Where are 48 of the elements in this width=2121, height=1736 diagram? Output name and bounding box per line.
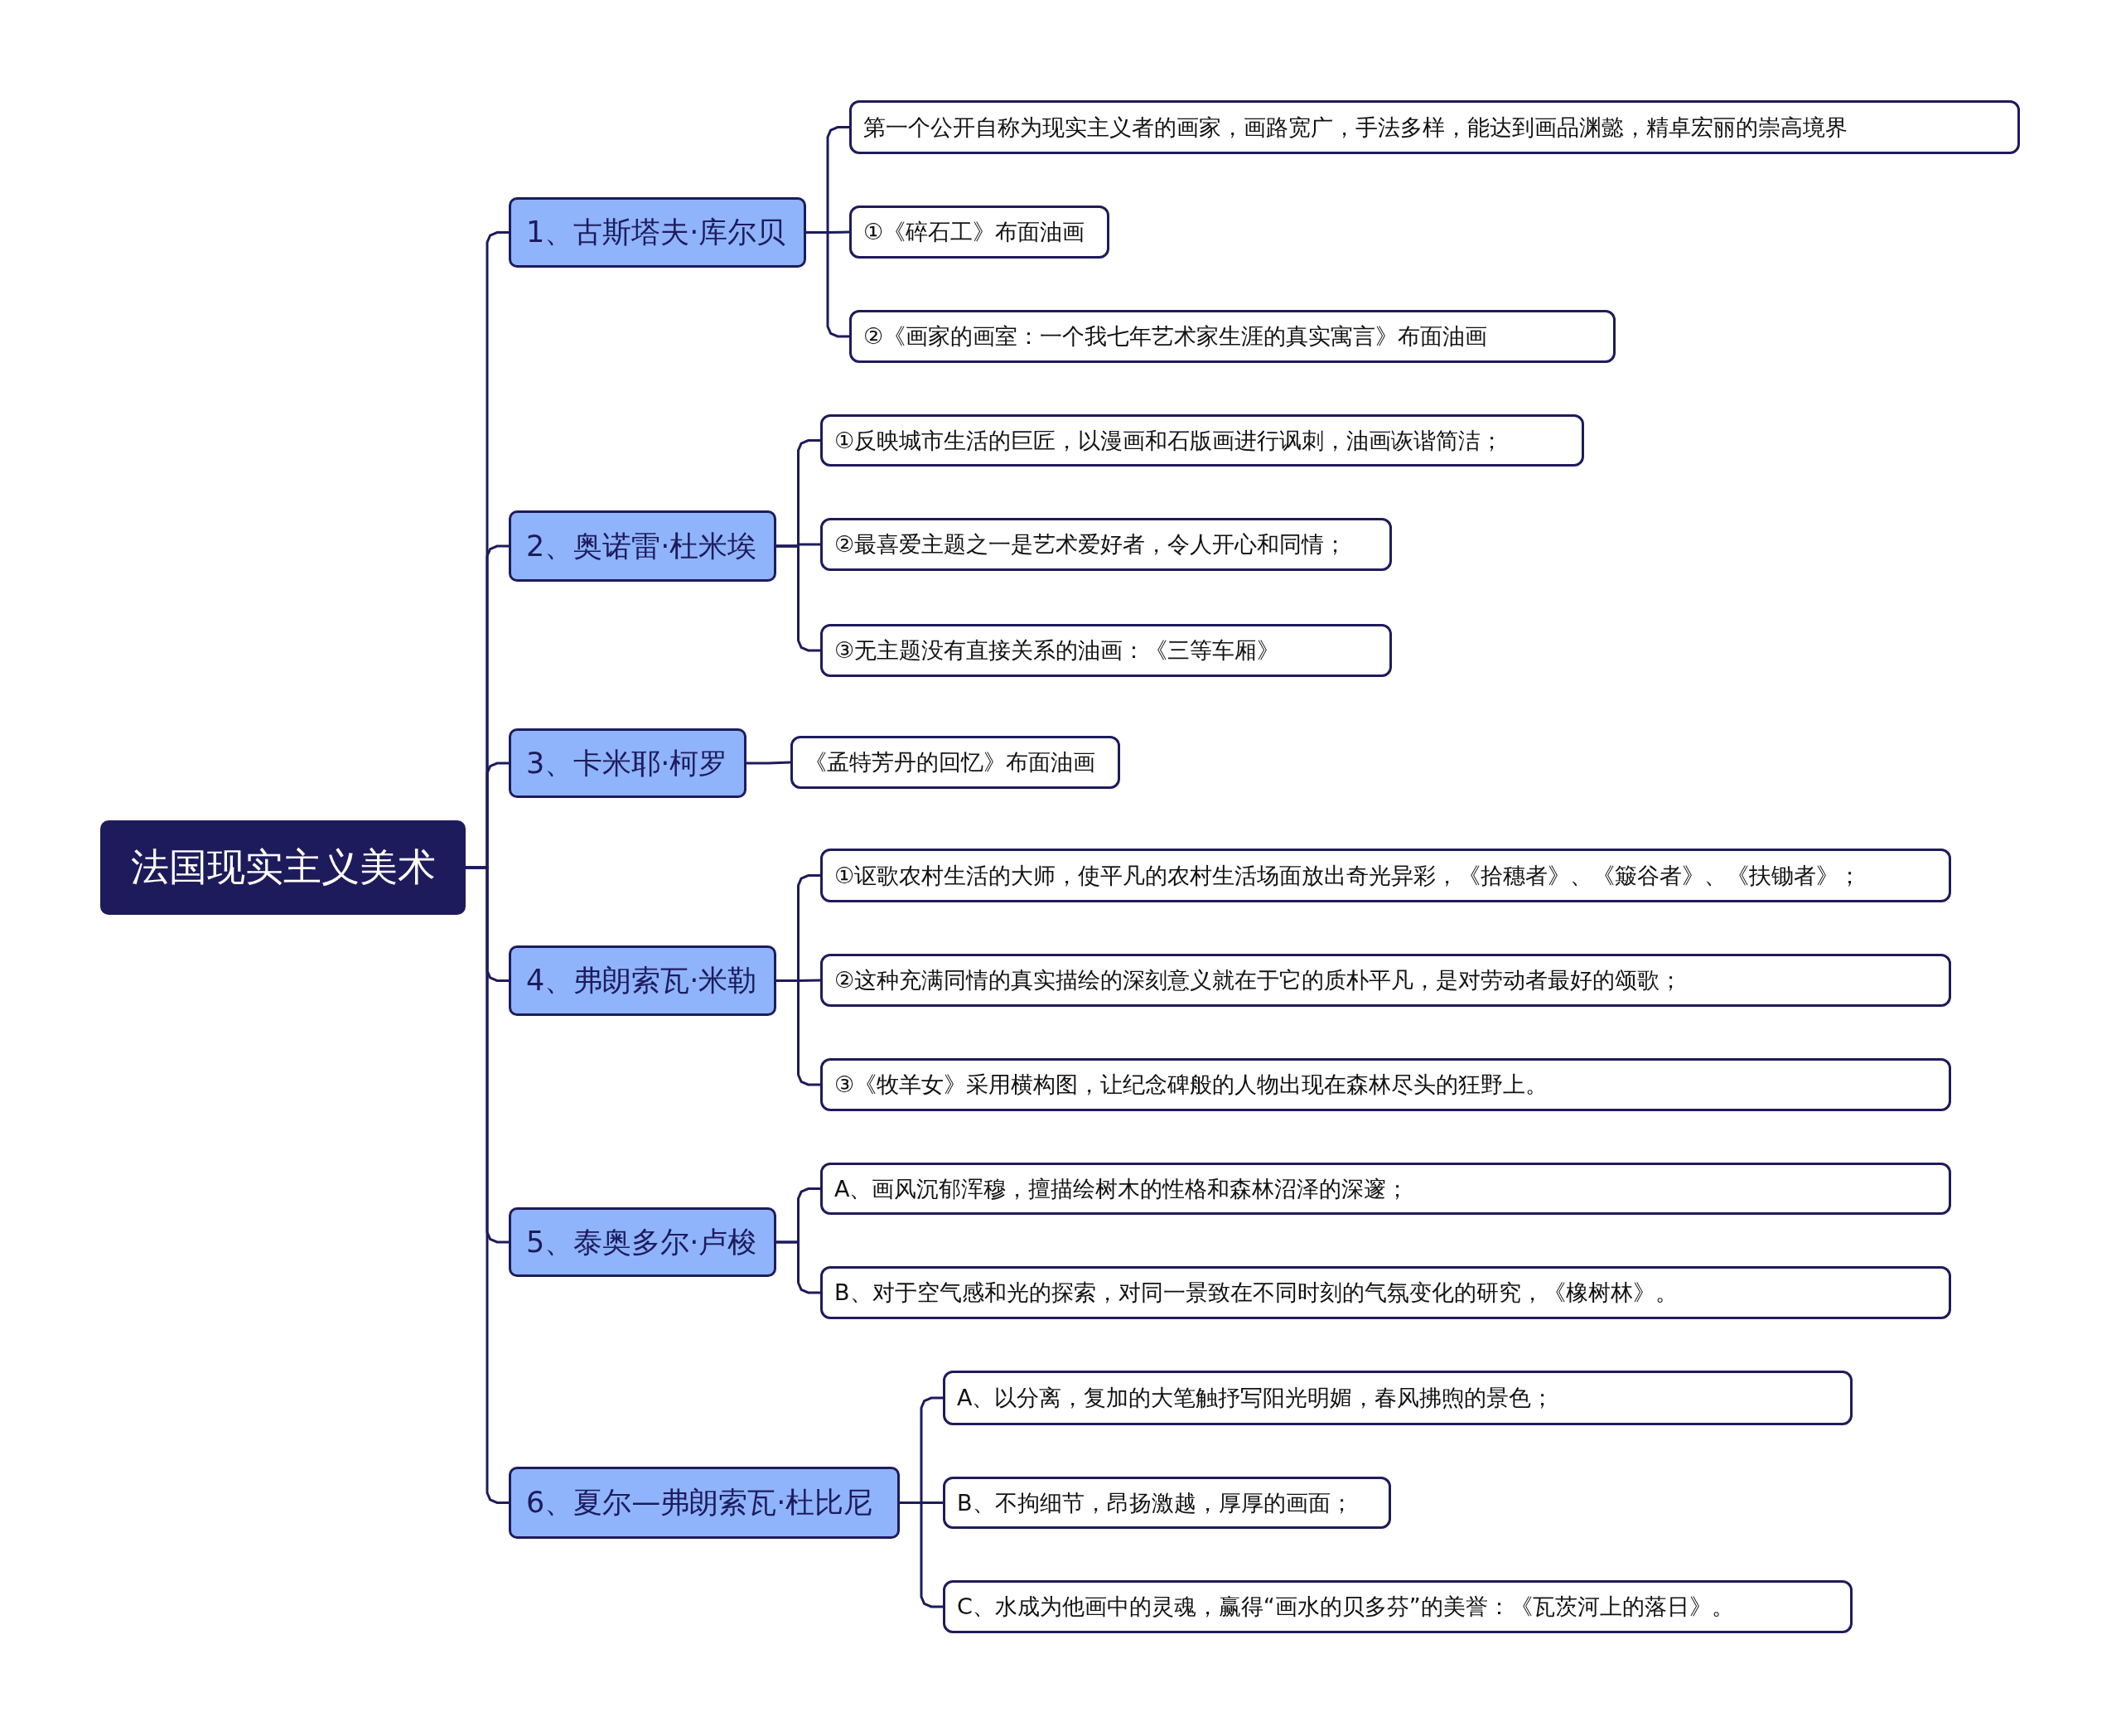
detail-box (820, 954, 1951, 1007)
topic-text: B、不拘细节，昂扬激越，厚厚的画面； (957, 1488, 1353, 1517)
topic-text: 2、奥诺雷·杜米埃 (526, 528, 757, 564)
topic-text: 第一个公开自称为现实主义者的画家，画路宽广，手法多样，能达到画品渊懿，精卓宏丽的崇高境界 (863, 113, 1848, 142)
branch-topic-box (509, 728, 746, 798)
detail-box (820, 1058, 1951, 1111)
topic-text: 1、古斯塔夫·库尔贝 (526, 215, 786, 250)
topic-text: C、水成为他画中的灵魂，赢得“画水的贝多芬”的美誉：《瓦茨河上的落日》。 (957, 1593, 1734, 1621)
topic-text: 5、泰奥多尔·卢梭 (526, 1224, 757, 1260)
detail-box (820, 518, 1392, 571)
topic-text: A、以分离，复加的大笔触抒写阳光明媚，春风拂煦的景色； (957, 1384, 1554, 1412)
topic-text: ①反映城市生活的巨匠，以漫画和石版画进行讽刺，油画诙谐简洁； (834, 426, 1504, 455)
connector-line (746, 761, 791, 765)
detail-box (820, 1163, 1951, 1215)
branch-topic-box (509, 1207, 776, 1277)
topic-text: 4、弗朗索瓦·米勒 (526, 963, 757, 999)
detail-box (849, 206, 1109, 259)
branch-topic-box (509, 510, 776, 582)
detail-box (849, 100, 2020, 154)
topic-text: ③《牧羊女》采用横构图，让纪念碑般的人物出现在森林尽头的狂野上。 (834, 1071, 1548, 1099)
detail-box (943, 1580, 1853, 1633)
topic-text: ③无主题没有直接关系的油画：《三等车厢》 (834, 636, 1280, 665)
topic-text: 《孟特芳丹的回忆》布面油画 (804, 748, 1095, 776)
topic-text: ①《碎石工》布面油画 (863, 218, 1085, 246)
detail-box (820, 1266, 1951, 1319)
connector-line (776, 979, 820, 1086)
topic-text: 3、卡米耶·柯罗 (526, 745, 728, 781)
topic-text: 法国现实主义美术 (130, 844, 436, 891)
branch-topic-box (509, 945, 776, 1016)
topic-text: B、对于空气感和光的探索，对同一景致在不同时刻的气氛变化的研究，《橡树林》。 (834, 1279, 1678, 1307)
detail-box (943, 1477, 1391, 1529)
root-topic-box (100, 820, 466, 915)
detail-box (943, 1371, 1853, 1425)
topic-text: A、画风沉郁浑穆，擅描绘树木的性格和森林沼泽的深邃； (834, 1174, 1409, 1203)
connector-line (776, 1240, 820, 1294)
topic-text: 6、夏尔—弗朗索瓦·杜比尼 (526, 1485, 873, 1521)
topic-text: ①讴歌农村生活的大师，使平凡的农村生活场面放出奇光异彩，《拾穗者》、《簸谷者》、《扶锄者》； (834, 861, 1862, 890)
detail-box (820, 849, 1951, 902)
topic-text: ②最喜爱主题之一是艺术爱好者，令人开心和同情； (834, 530, 1347, 559)
topic-text: ②这种充满同情的真实描绘的深刻意义就在于它的质朴平凡，是对劳动者最好的颂歌； (834, 966, 1683, 994)
detail-box (820, 414, 1584, 467)
connector-line (776, 544, 820, 652)
detail-box (820, 624, 1392, 677)
detail-box (790, 736, 1120, 789)
detail-box (849, 310, 1616, 363)
branch-topic-box (509, 197, 806, 268)
topic-text: ②《画家的画室：一个我七年艺术家生涯的真实寓言》布面油画 (863, 322, 1488, 351)
branch-topic-box (509, 1467, 900, 1539)
